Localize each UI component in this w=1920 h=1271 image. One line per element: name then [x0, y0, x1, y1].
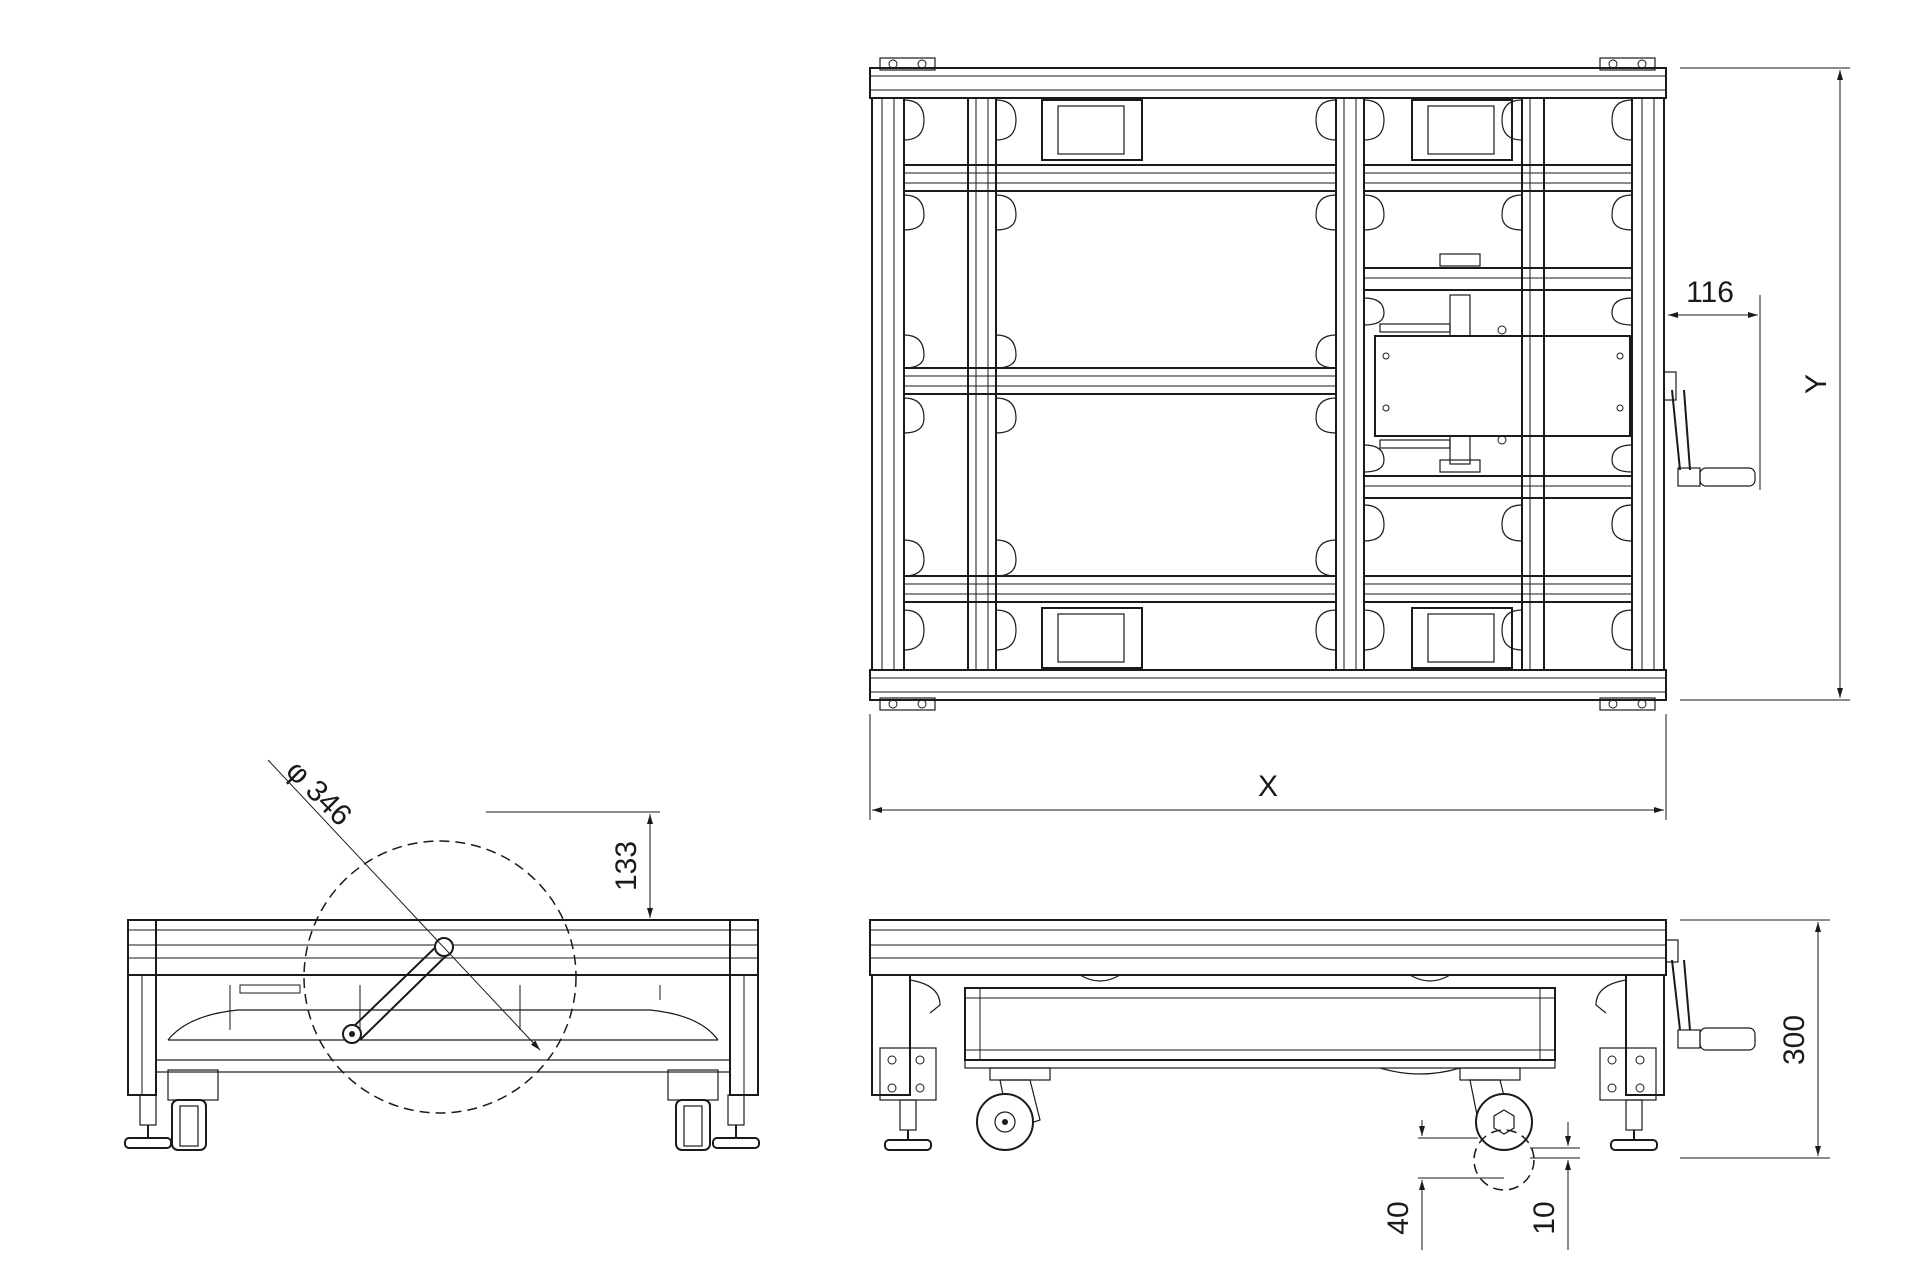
outer-rails	[869, 67, 1667, 701]
dimension-label-y: Y	[1800, 374, 1833, 394]
crank-handle-top	[1663, 371, 1756, 487]
dimension-label-height: 300	[1778, 1015, 1811, 1065]
gusset-brackets	[903, 99, 1633, 651]
lift-mechanism	[1374, 253, 1631, 473]
dimension-label-crank-height: 133	[610, 841, 643, 891]
dimension-label-crank-diameter: φ 346	[280, 754, 358, 832]
dimension-label-x: X	[1258, 770, 1278, 803]
top-view: X Y 116	[869, 57, 1850, 820]
corner-brackets	[879, 57, 1656, 711]
side-view-front: 300 40 10	[869, 919, 1830, 1250]
dimension-x: X	[869, 714, 1667, 820]
dimension-116: 116	[1668, 276, 1761, 490]
dimension-label-caster-travel: 40	[1382, 1201, 1415, 1234]
cross-members	[903, 164, 1633, 603]
side-view-left: φ 346 133	[124, 754, 760, 1151]
dimension-label-handle-offset: 116	[1686, 276, 1734, 309]
dimension-y: Y	[1680, 67, 1850, 701]
dimension-label-caster-clearance: 10	[1528, 1201, 1561, 1234]
caster-plates	[1041, 99, 1513, 669]
